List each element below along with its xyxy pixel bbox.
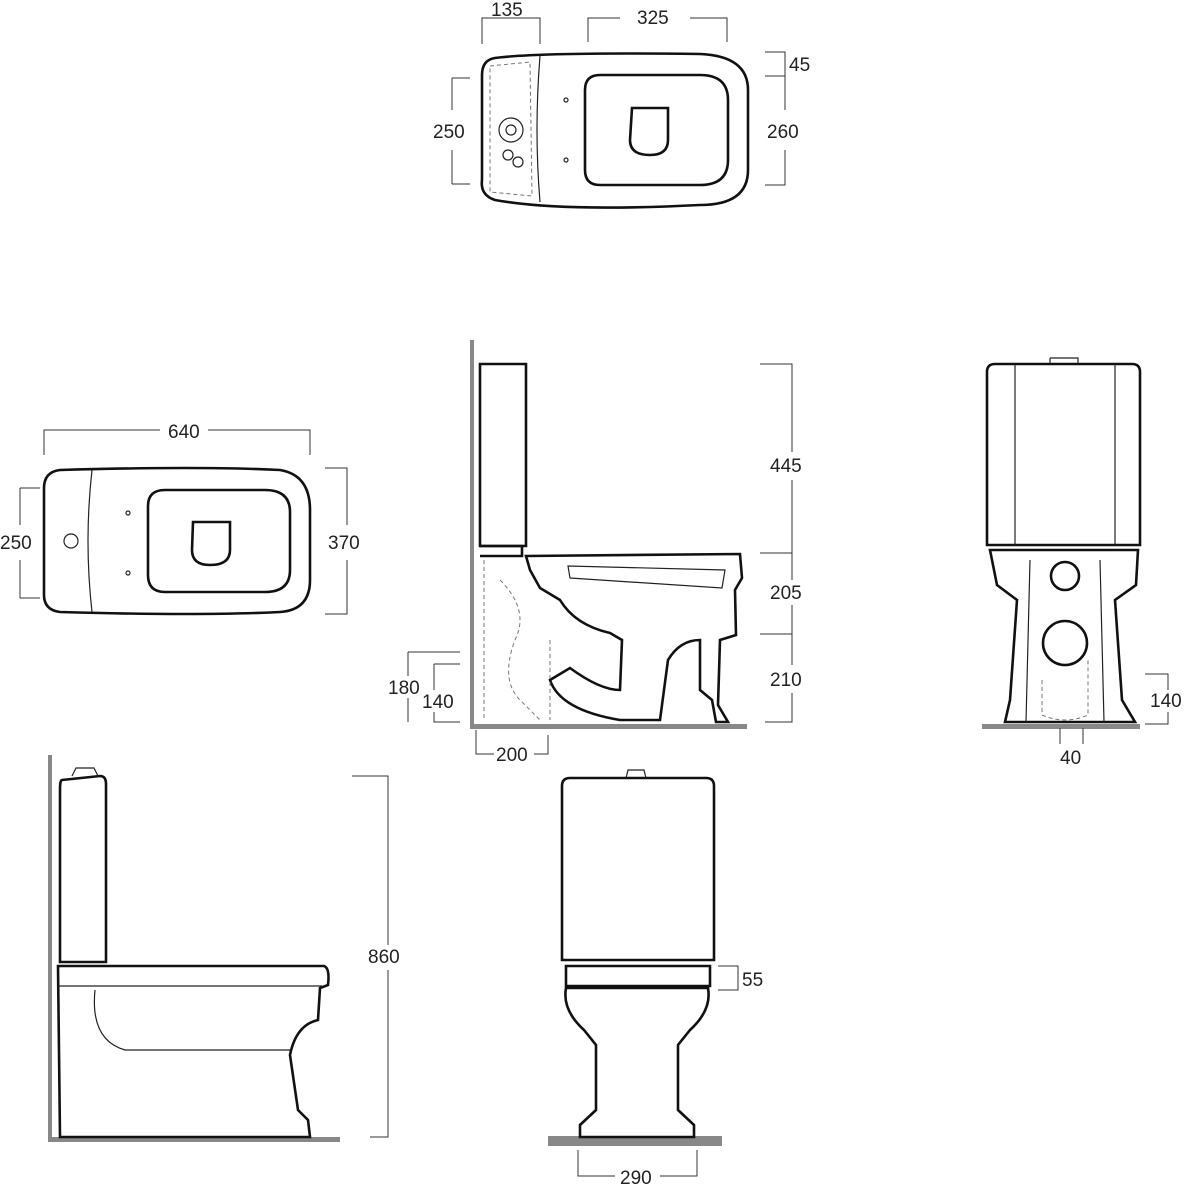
dim-55: 55 xyxy=(742,970,763,991)
dim-250-top: 250 xyxy=(433,122,465,143)
dim-140-back: 140 xyxy=(1150,691,1182,712)
front-view: 55 290 xyxy=(548,769,763,1189)
dim-250-plan: 250 xyxy=(0,533,32,554)
plan-view: 640 250 370 xyxy=(0,422,360,616)
dim-210: 210 xyxy=(770,670,802,691)
dim-290: 290 xyxy=(620,1168,652,1189)
section-view: 445 205 210 180 140 200 xyxy=(388,340,802,766)
dim-135: 135 xyxy=(491,0,523,21)
side-view: 860 xyxy=(48,755,400,1142)
dim-200: 200 xyxy=(496,745,528,766)
dim-140-section: 140 xyxy=(422,692,454,713)
dim-860: 860 xyxy=(368,947,400,968)
back-view: 140 40 xyxy=(982,357,1182,769)
dim-640: 640 xyxy=(168,422,200,443)
dim-40: 40 xyxy=(1060,748,1081,769)
dim-370: 370 xyxy=(328,533,360,554)
dim-180: 180 xyxy=(388,678,420,699)
dim-325: 325 xyxy=(637,8,669,29)
top-view: 135 325 45 250 260 xyxy=(433,0,810,209)
dim-45: 45 xyxy=(789,55,810,76)
dim-205: 205 xyxy=(770,583,802,604)
dim-260: 260 xyxy=(767,122,799,143)
dim-445: 445 xyxy=(770,456,802,477)
